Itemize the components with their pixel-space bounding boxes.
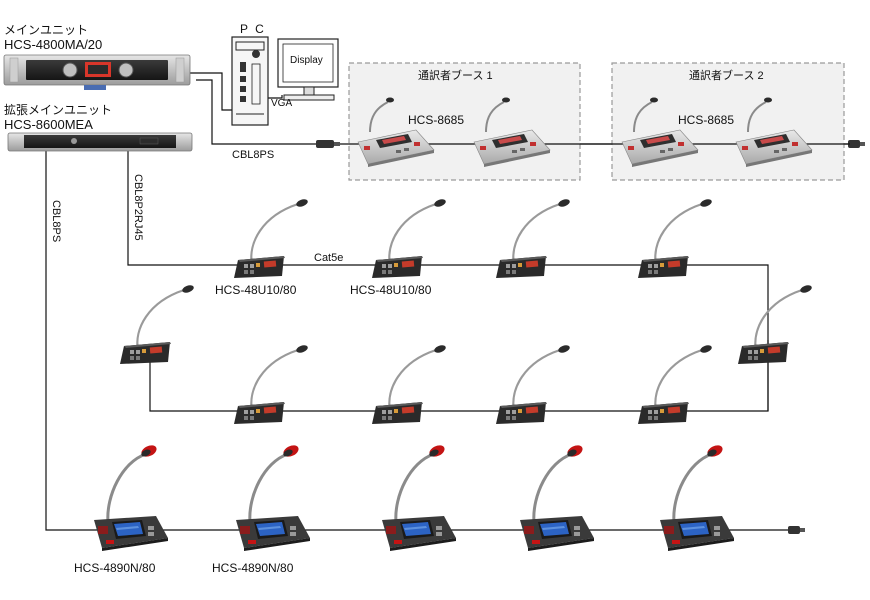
delegate-unit (118, 282, 196, 366)
booth-end-plug (848, 140, 865, 148)
main-unit-name: メインユニット (4, 23, 89, 37)
booth-1-title: 通訳者ブース 1 (418, 70, 493, 82)
pc-label: P C (240, 22, 266, 36)
delegate-unit (736, 282, 814, 366)
delegate-unit (636, 342, 714, 426)
booth-2-title: 通訳者ブース 2 (689, 70, 764, 82)
chairman-unit (380, 441, 458, 553)
cable-cat5e-label: Cat5e (314, 252, 344, 264)
delegate-unit (494, 196, 572, 280)
booth-2-box (611, 62, 845, 181)
ext-unit-model: HCS-8600MEA (4, 117, 93, 132)
cable-plugs (316, 140, 865, 534)
delegate-unit (370, 196, 448, 280)
vga-label: VGA (271, 98, 293, 109)
cbl8p2rj45-cable (127, 150, 769, 412)
chairman-unit (518, 441, 596, 553)
booth-1-model: HCS-8685 (408, 113, 465, 127)
cbl8ps-chairman-cable (45, 150, 790, 531)
delegate-label-2: HCS-48U10/80 (350, 283, 432, 297)
chairman-label-2: HCS-4890N/80 (212, 561, 294, 575)
delegate-unit (232, 196, 310, 280)
main-to-pc-cable (180, 72, 238, 111)
pc-to-display-cable (262, 95, 283, 99)
booth-2-model: HCS-8685 (678, 113, 735, 127)
delegate-unit (636, 196, 714, 280)
delegate-unit (370, 342, 448, 426)
main-unit-model: HCS-4800MA/20 (4, 37, 103, 52)
main-unit-device (3, 54, 191, 90)
ext-unit-name: 拡張メインユニット (4, 103, 113, 117)
cable-cbl8ps-left-label: CBL8PS (50, 200, 62, 243)
ext-unit-device (7, 132, 193, 152)
cable-cbl8p2rj45-label: CBL8P2RJ45 (132, 174, 144, 241)
chairman-unit (658, 441, 736, 553)
chairman-unit (234, 441, 312, 553)
chairman-label-1: HCS-4890N/80 (74, 561, 156, 575)
display-label: Display (290, 55, 323, 66)
booth-input-plug (316, 140, 340, 148)
chairman-end-plug (788, 526, 805, 534)
delegate-unit (494, 342, 572, 426)
display-monitor (277, 38, 339, 101)
delegate-unit (232, 342, 310, 426)
pc-tower (231, 36, 269, 126)
cable-cbl8ps-booth-label: CBL8PS (232, 149, 275, 161)
chairman-unit (92, 441, 170, 553)
delegate-label-1: HCS-48U10/80 (215, 283, 297, 297)
main-to-booth-cable (196, 79, 320, 145)
